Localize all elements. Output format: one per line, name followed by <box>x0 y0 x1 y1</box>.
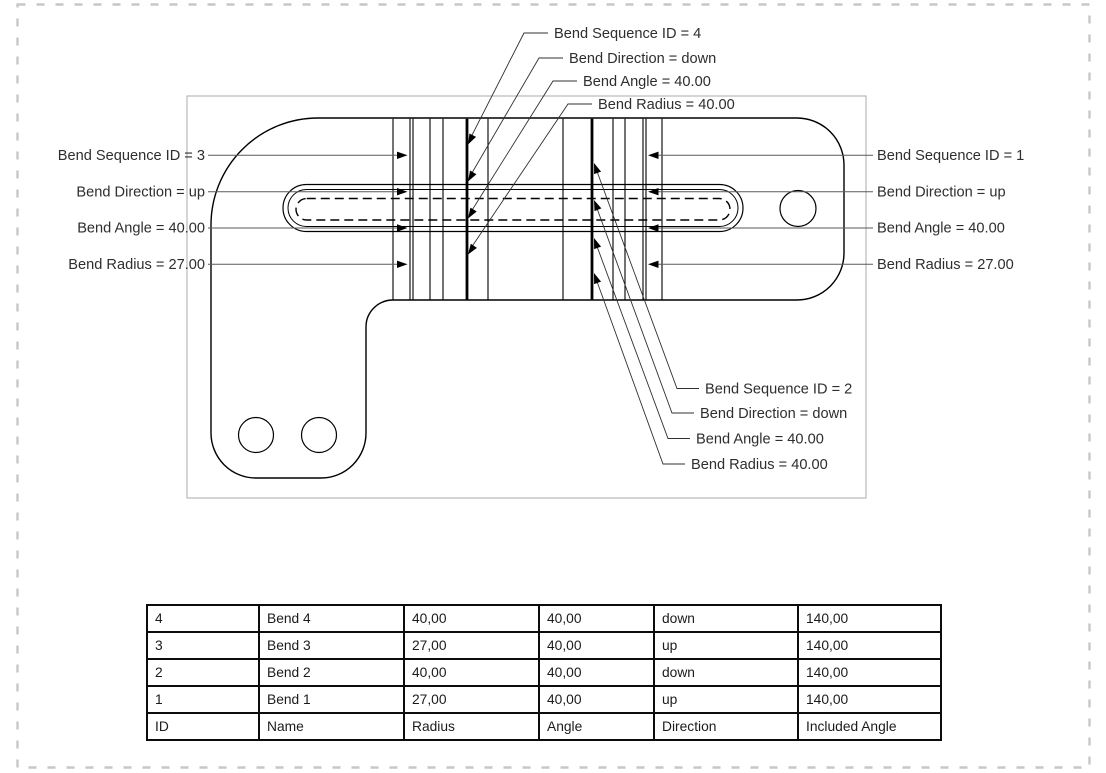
annotation-bend3-radius[interactable]: Bend Radius = 27.00 <box>68 257 205 273</box>
table-header-row: ID Name Radius Angle Direction Included … <box>146 712 942 741</box>
annotation-bend1-angle[interactable]: Bend Angle = 40.00 <box>877 221 1005 237</box>
slot-hidden-dashed-outline <box>295 197 731 221</box>
annotation-bend2-direction[interactable]: Bend Direction = down <box>700 406 847 422</box>
annotation-bend2-sequence-id[interactable]: Bend Sequence ID = 2 <box>705 382 852 398</box>
leader-line <box>468 32 548 142</box>
leader-lines-left <box>208 151 408 268</box>
part-outline <box>210 117 845 479</box>
leader-lines-top <box>464 32 592 257</box>
hole-bottom-left-1 <box>237 416 275 454</box>
table-cell: 40,00 <box>538 631 655 660</box>
annotation-bend3-angle[interactable]: Bend Angle = 40.00 <box>77 221 205 237</box>
annotation-bend4-sequence-id[interactable]: Bend Sequence ID = 4 <box>554 26 701 42</box>
table-cell: Bend 2 <box>258 658 405 687</box>
annotation-bend4-angle[interactable]: Bend Angle = 40.00 <box>583 74 711 90</box>
table-cell: down <box>653 658 799 687</box>
annotation-bend2-radius[interactable]: Bend Radius = 40.00 <box>691 457 828 473</box>
table-cell: 4 <box>146 604 260 633</box>
annotation-bend3-direction[interactable]: Bend Direction = up <box>76 185 205 201</box>
table-row: 2 Bend 2 40,00 40,00 down 140,00 <box>146 658 942 687</box>
annotation-bend4-radius[interactable]: Bend Radius = 40.00 <box>598 97 735 113</box>
arrowhead-icon <box>397 224 408 232</box>
arrowhead-icon <box>648 151 659 159</box>
table-cell: 140,00 <box>797 604 942 633</box>
table-row: 1 Bend 1 27,00 40,00 up 140,00 <box>146 685 942 714</box>
table-cell: 140,00 <box>797 631 942 660</box>
leader-line <box>594 275 685 465</box>
table-header-cell: Included Angle <box>797 712 942 741</box>
table-cell: Bend 1 <box>258 685 405 714</box>
table-row: 4 Bend 4 40,00 40,00 down 140,00 <box>146 604 942 633</box>
table-cell: up <box>653 685 799 714</box>
arrowhead-icon <box>397 260 408 268</box>
table-cell: 40,00 <box>403 604 540 633</box>
leader-line <box>468 80 577 216</box>
table-header-cell: Name <box>258 712 405 741</box>
table-cell: up <box>653 631 799 660</box>
bend-table[interactable]: 4 Bend 4 40,00 40,00 down 140,00 3 Bend … <box>146 604 942 741</box>
annotation-bend1-sequence-id[interactable]: Bend Sequence ID = 1 <box>877 148 1024 164</box>
table-cell: 40,00 <box>538 604 655 633</box>
table-cell: 40,00 <box>538 658 655 687</box>
leader-lines-right <box>648 151 873 268</box>
arrowhead-icon <box>397 151 408 159</box>
table-cell: down <box>653 604 799 633</box>
view-frame <box>186 95 867 499</box>
table-cell: Bend 4 <box>258 604 405 633</box>
table-header-cell: Radius <box>403 712 540 741</box>
annotation-bend3-sequence-id[interactable]: Bend Sequence ID = 3 <box>58 148 205 164</box>
hole-right <box>779 189 817 228</box>
table-cell: 140,00 <box>797 658 942 687</box>
table-cell: Bend 3 <box>258 631 405 660</box>
annotation-bend1-radius[interactable]: Bend Radius = 27.00 <box>877 257 1014 273</box>
table-cell: 27,00 <box>403 631 540 660</box>
annotation-bend4-direction[interactable]: Bend Direction = down <box>569 51 716 67</box>
table-cell: 27,00 <box>403 685 540 714</box>
arrowhead-icon <box>648 260 659 268</box>
hole-bottom-left-2 <box>300 416 338 454</box>
table-header-cell: ID <box>146 712 260 741</box>
slot-outer-outline <box>282 183 744 233</box>
flat-pattern-view[interactable] <box>210 117 845 479</box>
table-cell: 3 <box>146 631 260 660</box>
slot-inner-outline <box>287 189 739 227</box>
leader-line <box>594 165 699 389</box>
table-cell: 140,00 <box>797 685 942 714</box>
table-cell: 40,00 <box>403 658 540 687</box>
annotation-bend2-angle[interactable]: Bend Angle = 40.00 <box>696 432 824 448</box>
table-cell: 2 <box>146 658 260 687</box>
leader-line <box>468 103 592 252</box>
leader-line <box>594 202 694 414</box>
leader-line <box>468 57 563 179</box>
table-header-cell: Angle <box>538 712 655 741</box>
table-header-cell: Direction <box>653 712 799 741</box>
annotation-bend1-direction[interactable]: Bend Direction = up <box>877 185 1006 201</box>
table-cell: 1 <box>146 685 260 714</box>
leader-lines-bottom-right <box>590 161 699 465</box>
leader-line <box>594 240 690 439</box>
table-row: 3 Bend 3 27,00 40,00 up 140,00 <box>146 631 942 660</box>
annotations: Bend Sequence ID = 3 Bend Direction = up… <box>58 26 1025 473</box>
page-dashed-border <box>16 3 1091 769</box>
table-cell: 40,00 <box>538 685 655 714</box>
arrowhead-icon <box>648 224 659 232</box>
bend-lines <box>392 118 663 300</box>
